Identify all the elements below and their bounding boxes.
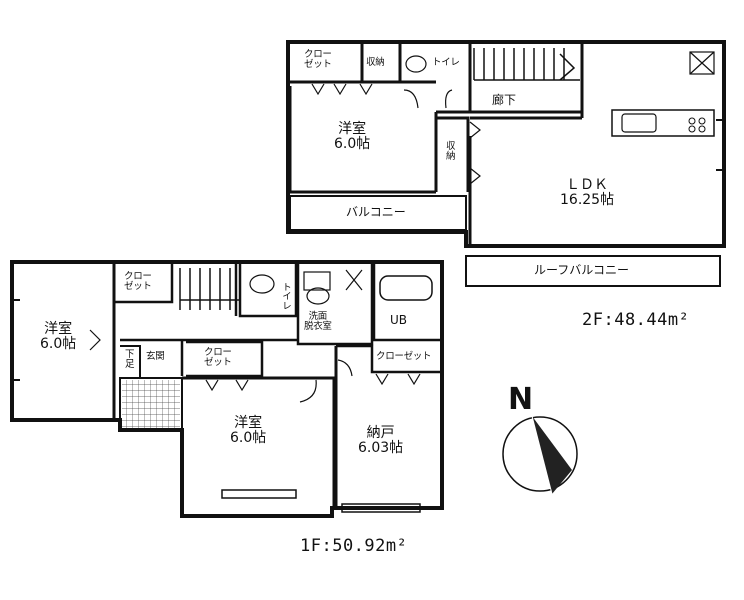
floor2-roof-balcony (465, 255, 721, 287)
floor2-storage-top-label: 収納 (366, 57, 385, 68)
floor1-bath-wall (372, 264, 440, 342)
floor2-roof-balcony-label: ルーフバルコニー (534, 263, 630, 277)
floor2-toilet-label: トイレ (432, 57, 460, 68)
floor1-toilet-label: トイレ (279, 282, 291, 310)
floor2-stair (473, 48, 580, 81)
floor1-south-bedroom-wall (182, 376, 336, 508)
floor2-balcony-label: バルコニー (346, 205, 406, 219)
floor1-west-closet-label: クローゼット (124, 271, 152, 292)
floor1-bath-label: UB (390, 313, 408, 327)
floor2-ldk-wall (468, 116, 582, 246)
floor1-entrance-label: 玄関 (146, 351, 165, 362)
floor2-balcony (289, 195, 467, 231)
floor1-area-label: 1F:50.92m² (300, 536, 408, 556)
floor1-shoe-storage-label: 下足 (125, 349, 135, 370)
floor2-closet-label: クローゼット (304, 49, 332, 70)
floor1-washroom-label: 洗面脱衣室 (304, 311, 332, 332)
floor2-outer-wall (286, 40, 726, 248)
floor1-outer-wall (10, 260, 444, 518)
floor2-plan (286, 40, 726, 287)
floor2-bedroom-wall (288, 86, 436, 194)
floor1-mid-closet-label: クローゼット (204, 347, 232, 368)
compass-circle (502, 416, 578, 492)
floor2-hallway-label: 廊下 (492, 93, 517, 107)
compass-north-label: N (508, 382, 534, 417)
floor2-storage-side-label: 収納 (446, 141, 456, 162)
compass (502, 415, 578, 495)
floor1-entrance (119, 377, 183, 431)
floor1-stair (179, 268, 240, 310)
floor1-east-closet-label: クローゼット (376, 351, 432, 362)
floor1-plan (10, 260, 444, 518)
compass-needle (532, 416, 572, 494)
floor2-kitchen-counter (611, 109, 715, 137)
floor2-area-label: 2F:48.44m² (582, 310, 690, 330)
floor1-washroom-wall (296, 264, 374, 346)
